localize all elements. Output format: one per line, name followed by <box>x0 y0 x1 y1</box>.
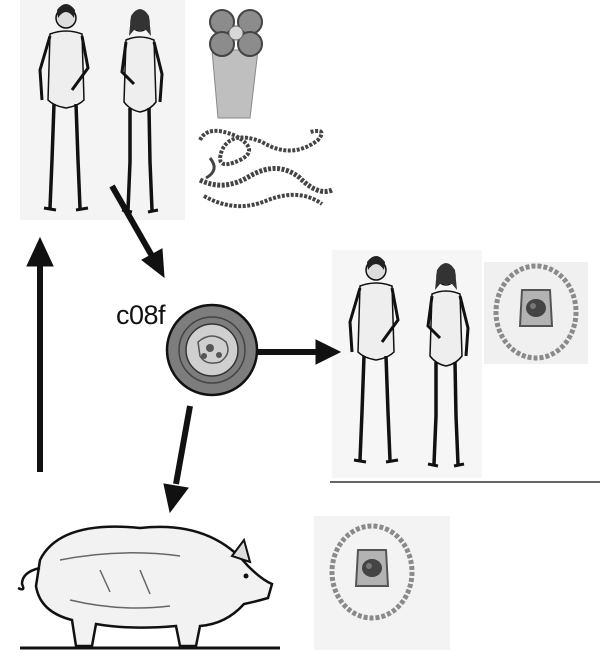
tapeworm-scolex-icon <box>210 10 262 118</box>
pig-with-cysticerci-panel <box>18 516 450 650</box>
arrow-egg-to-pig <box>164 406 190 512</box>
tapeworm-egg-icon <box>167 305 257 395</box>
pig-icon <box>18 527 280 648</box>
humans-with-cysticerci-panel <box>330 250 600 482</box>
arrow-egg-to-humans <box>258 340 340 364</box>
humans-with-tapeworm-panel <box>20 0 332 220</box>
egg-label-text: c08f <box>116 300 165 331</box>
adult-tapeworm-icon <box>200 131 332 206</box>
arrow-pig-to-humans <box>27 238 53 472</box>
